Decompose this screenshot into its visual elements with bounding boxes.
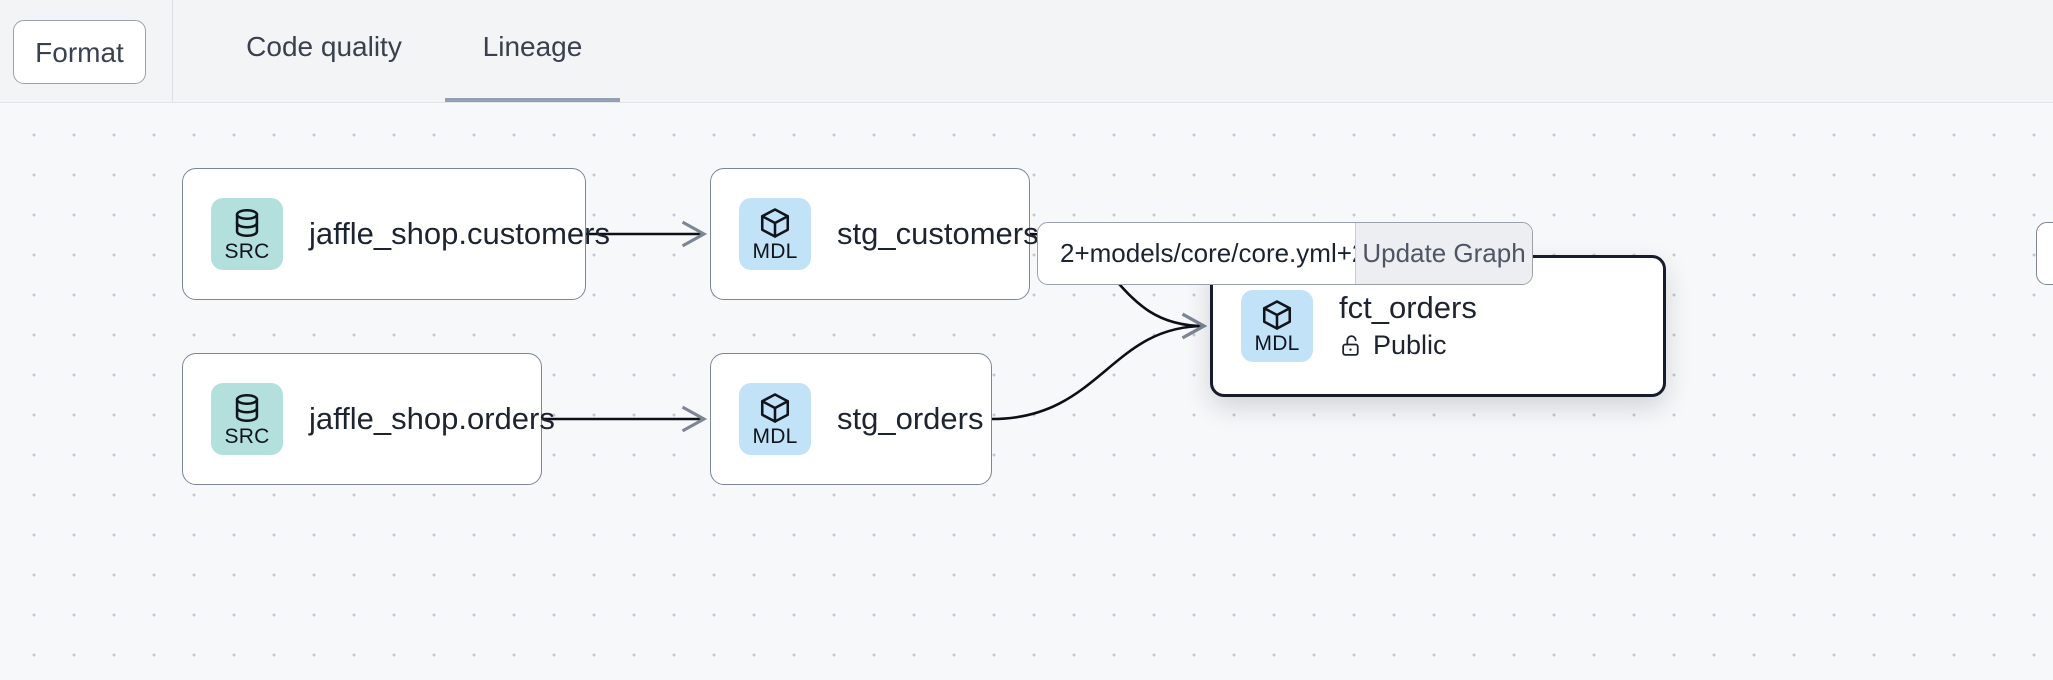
badge-label: SRC (224, 240, 270, 263)
node-body: stg_customers (837, 215, 1039, 252)
badge-src: SRC (211, 198, 283, 270)
offscreen-panel[interactable] (2036, 222, 2053, 285)
lineage-node-stg-orders[interactable]: MDL stg_orders (710, 353, 992, 485)
badge-label: MDL (752, 240, 798, 263)
node-title: jaffle_shop.orders (309, 400, 555, 436)
node-title: fct_orders (1339, 290, 1477, 326)
toolbar-divider (172, 0, 173, 103)
edge-stg-orders-to-fct-orders (991, 312, 1208, 421)
cube-icon (760, 208, 790, 238)
node-body: stg_orders (837, 400, 984, 437)
graph-selector-group: Update Graph (1037, 222, 1533, 285)
cube-icon (1262, 300, 1292, 330)
node-body: fct_orders Public (1339, 291, 1477, 360)
badge-label: SRC (224, 425, 270, 448)
badge-label: MDL (752, 425, 798, 448)
badge-src: SRC (211, 383, 283, 455)
tab-lineage[interactable]: Lineage (445, 22, 620, 102)
lineage-node-stg-customers[interactable]: MDL stg_customers (710, 168, 1039, 300)
cube-icon (760, 393, 790, 423)
database-icon (235, 393, 259, 423)
update-graph-button[interactable]: Update Graph (1355, 223, 1532, 284)
node-title: stg_orders (837, 400, 984, 436)
lineage-canvas[interactable]: SRC jaffle_shop.customers SRC jaffle_sho… (0, 103, 2053, 680)
node-body: jaffle_shop.customers (309, 215, 610, 252)
graph-selector-input[interactable] (1038, 223, 1355, 284)
node-access-label: Public (1373, 330, 1447, 361)
node-access: Public (1339, 330, 1477, 361)
database-icon (235, 208, 259, 238)
lineage-node-jaffle-shop-customers[interactable]: SRC jaffle_shop.customers (182, 168, 610, 300)
node-title: jaffle_shop.customers (309, 215, 610, 251)
node-title: stg_customers (837, 215, 1039, 251)
badge-mdl: MDL (1241, 290, 1313, 362)
unlock-icon (1342, 335, 1359, 357)
tab-code-quality[interactable]: Code quality (246, 31, 402, 62)
format-button[interactable]: Format (13, 20, 146, 84)
editor-toolbar: Format Code quality Lineage (0, 0, 2053, 103)
badge-mdl: MDL (739, 198, 811, 270)
lineage-node-jaffle-shop-orders[interactable]: SRC jaffle_shop.orders (182, 353, 555, 485)
badge-label: MDL (1254, 332, 1300, 355)
node-body: jaffle_shop.orders (309, 400, 555, 437)
badge-mdl: MDL (739, 383, 811, 455)
